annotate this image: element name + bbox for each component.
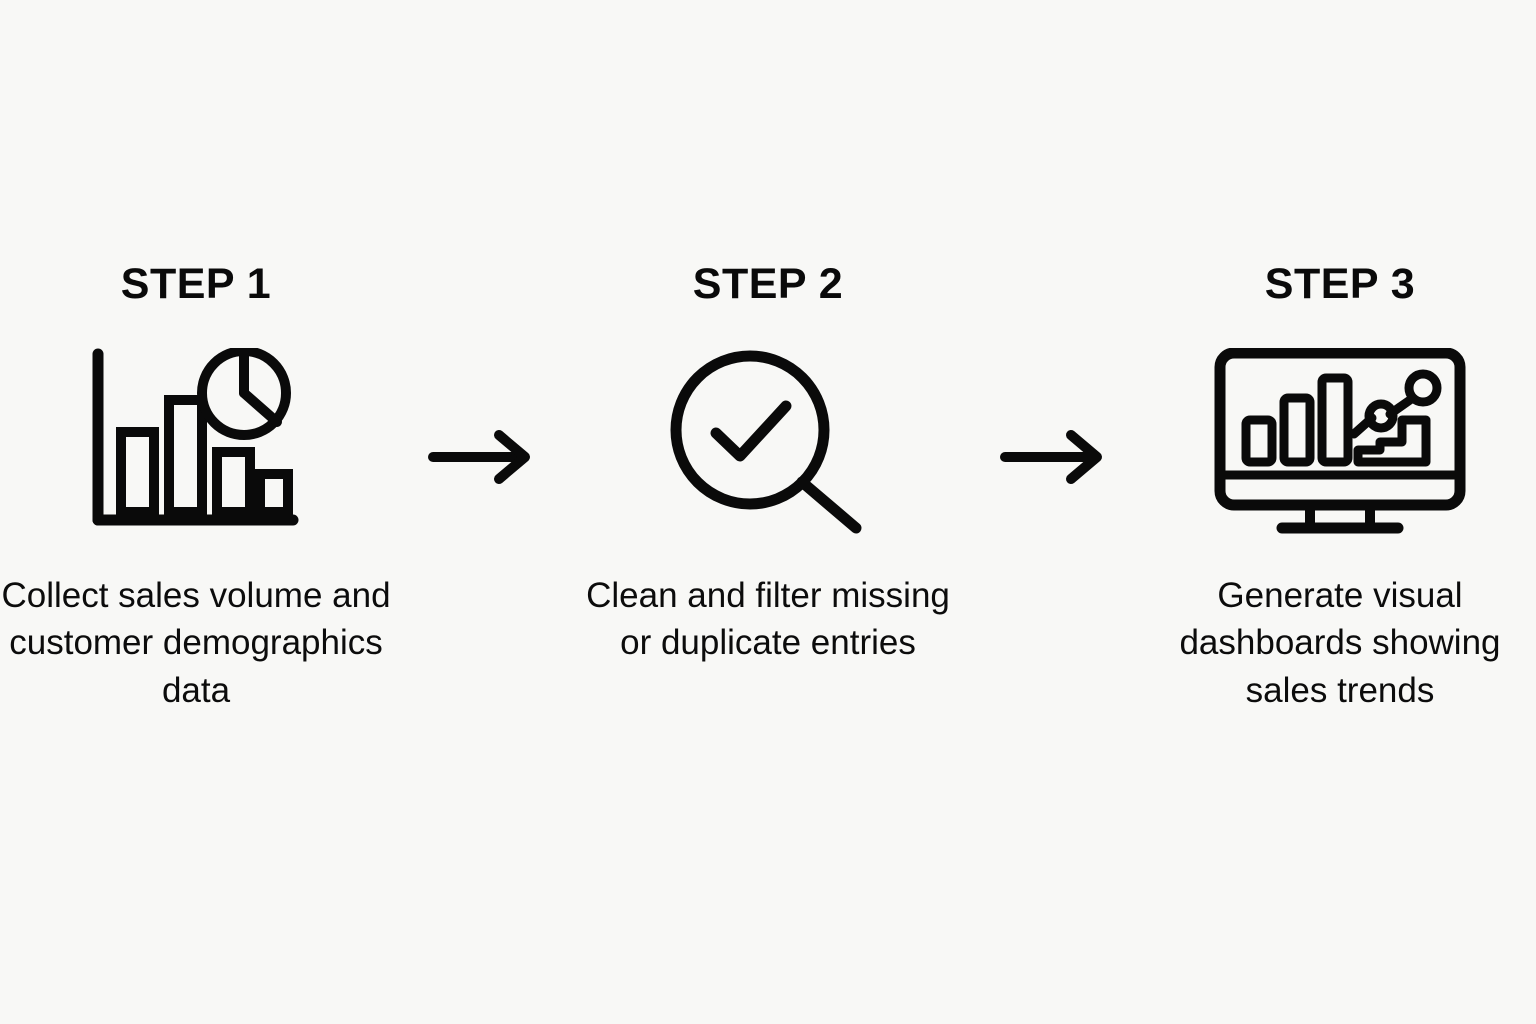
step-2-caption: Clean and filter missing or duplicate en…	[586, 576, 950, 663]
connector-2	[964, 0, 1144, 487]
step-1-title: STEP 1	[120, 260, 272, 308]
step-3: STEP 3	[1144, 0, 1536, 714]
step-3-title: STEP 3	[1264, 260, 1416, 308]
connector-1	[392, 0, 572, 487]
monitor-dashboard-icon	[1214, 348, 1466, 544]
step-1: STEP 1 Collect sales volume an	[0, 0, 392, 714]
step-2: STEP 2 Clean and filter missing or dupli…	[572, 0, 964, 667]
step-2-title: STEP 2	[692, 260, 844, 308]
step-3-caption: Generate visual dashboards showing sales…	[1179, 576, 1501, 710]
arrow-right-icon	[427, 427, 537, 487]
bar-chart-pie-chart-icon	[88, 348, 304, 544]
arrow-right-icon	[999, 427, 1109, 487]
magnifier-check-icon	[668, 348, 868, 544]
step-1-caption: Collect sales volume and customer demogr…	[1, 576, 391, 710]
